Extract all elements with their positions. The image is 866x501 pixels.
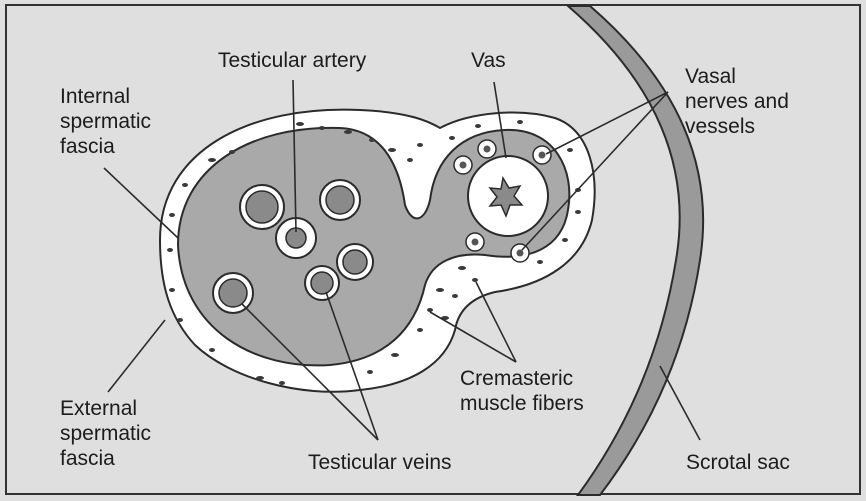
label-cremasteric-line: Cremasteric: [460, 366, 584, 391]
vasal-vessel: [478, 140, 496, 158]
testicular-vein: [213, 273, 253, 313]
vasal-vessel: [454, 156, 472, 174]
label-internal-line: Internal: [60, 84, 151, 109]
testicular-vein: [240, 185, 284, 229]
label-external-line: fascia: [60, 446, 151, 471]
testicular-vein: [320, 180, 360, 220]
testicular-vein: [305, 266, 339, 300]
label-vas: Vas: [471, 48, 506, 73]
vasal-vessel: [511, 244, 529, 262]
label-vasal-line: Vasal: [685, 64, 789, 89]
label-cremasteric-line: muscle fibers: [460, 391, 584, 416]
label-external-line: spermatic: [60, 421, 151, 446]
vasal-vessel: [466, 233, 484, 251]
vasal-vessel: [533, 146, 551, 164]
label-internal-line: fascia: [60, 134, 151, 159]
label-scrotal-sac: Scrotal sac: [686, 450, 790, 475]
label-cremasteric-muscle-fibers: Cremasteric muscle fibers: [460, 366, 584, 416]
leader-external-fascia: [108, 320, 165, 392]
leader-scrotal-sac: [660, 366, 700, 440]
label-internal-line: spermatic: [60, 109, 151, 134]
testicular-vein: [337, 244, 373, 280]
label-testicular-artery: Testicular artery: [218, 48, 366, 73]
label-vasal-nerves-and-vessels: Vasal nerves and vessels: [685, 64, 789, 139]
label-external-line: External: [60, 396, 151, 421]
label-external-spermatic-fascia: External spermatic fascia: [60, 396, 151, 471]
label-vasal-line: nerves and: [685, 89, 789, 114]
label-testicular-veins: Testicular veins: [308, 450, 452, 475]
scrotal-sac-wall: [568, 6, 703, 495]
label-internal-spermatic-fascia: Internal spermatic fascia: [60, 84, 151, 159]
label-vasal-line: vessels: [685, 114, 789, 139]
vas-deferens: [468, 156, 548, 236]
